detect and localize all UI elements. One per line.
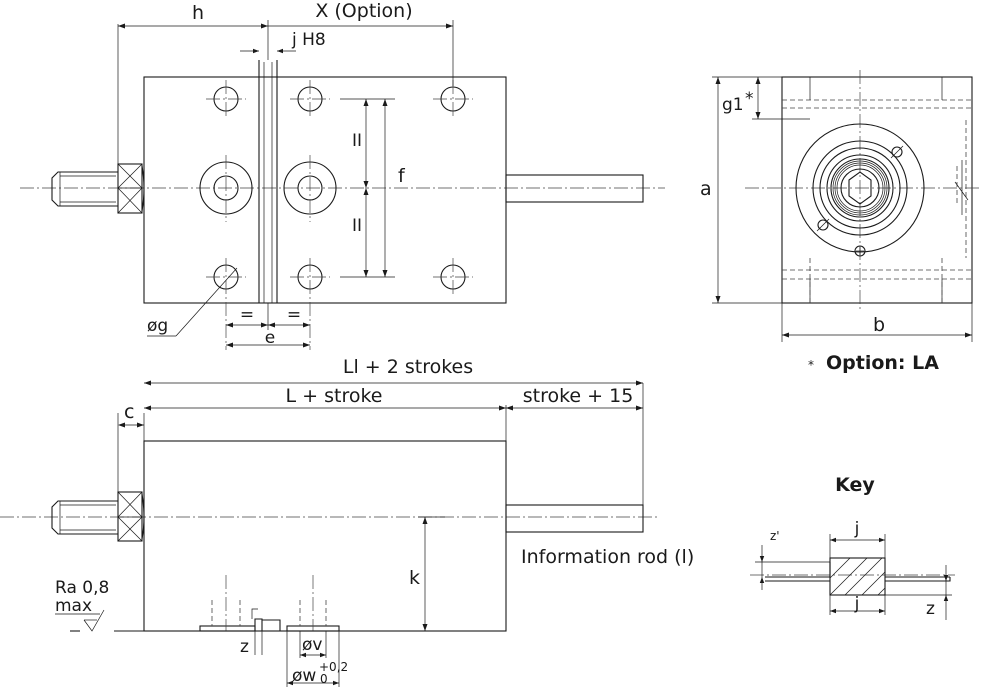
hole-bottom-left xyxy=(206,258,246,350)
dim-e-label: e xyxy=(265,328,275,348)
hole-top-left xyxy=(206,80,246,118)
eq-mark-upper: II xyxy=(352,131,362,151)
key-j-bottom-label: j xyxy=(854,594,860,614)
dim-ow-tol-lower: 0 xyxy=(320,672,328,686)
counterbore-left xyxy=(199,155,253,222)
hole-bottom-right xyxy=(433,258,473,296)
top-view: h X (Option) j H8 f II II = = e øg xyxy=(20,0,665,350)
dim-l-stroke-label: L + stroke xyxy=(286,385,383,407)
eq-mark-lower: II xyxy=(352,216,362,236)
dim-a-label: a xyxy=(700,178,712,200)
option-star: * xyxy=(808,358,814,372)
dim-h-label: h xyxy=(192,2,204,24)
dim-b-label: b xyxy=(873,314,885,336)
info-rod-label: Information rod (l) xyxy=(521,546,694,568)
eq-mark-right: = xyxy=(287,305,301,325)
dim-g1-label: g1 xyxy=(722,95,744,115)
dim-ow-label: øw xyxy=(292,666,316,686)
left-fitting xyxy=(51,163,145,214)
hole-top-mid xyxy=(290,80,330,118)
key-hatch xyxy=(829,557,886,596)
dim-ll-2strokes-label: Ll + 2 strokes xyxy=(343,356,473,378)
hole-bottom-mid xyxy=(290,258,330,350)
keyway-pockets xyxy=(144,575,506,632)
key-j-top-label: j xyxy=(854,519,860,539)
front-left-fitting xyxy=(51,491,145,542)
surface-roughness-symbol: Ra 0,8 max xyxy=(55,578,144,632)
end-view: a g1 * b * Option: LA xyxy=(700,70,982,374)
dim-stroke15-label: stroke + 15 xyxy=(523,385,634,407)
dim-og-label: øg xyxy=(147,316,168,336)
dim-k-label: k xyxy=(409,567,420,589)
eq-mark-left: = xyxy=(240,305,254,325)
dim-z-label: z xyxy=(240,637,249,657)
dim-c-label: c xyxy=(124,401,134,423)
counterbore-right xyxy=(283,155,337,222)
ra-max-label: max xyxy=(55,596,92,616)
dim-jh8-label: j H8 xyxy=(291,30,326,50)
key-title: Key xyxy=(835,474,875,496)
dim-ow-tol-upper: +0,2 xyxy=(319,660,348,674)
front-view: Ll + 2 strokes L + stroke stroke + 15 c … xyxy=(0,356,694,687)
dim-ov-label: øv xyxy=(302,635,322,655)
ra-label: Ra 0,8 xyxy=(55,578,109,598)
option-la-note: Option: LA xyxy=(826,352,939,374)
dim-x-option-label: X (Option) xyxy=(315,0,412,22)
key-z-prime-label: z' xyxy=(770,529,780,543)
hole-top-right xyxy=(433,80,473,118)
key-detail: Key j j z' z xyxy=(750,474,955,620)
key-z-label: z xyxy=(926,599,935,619)
dim-g1-star: * xyxy=(745,89,754,109)
dim-f-label: f xyxy=(398,165,406,187)
